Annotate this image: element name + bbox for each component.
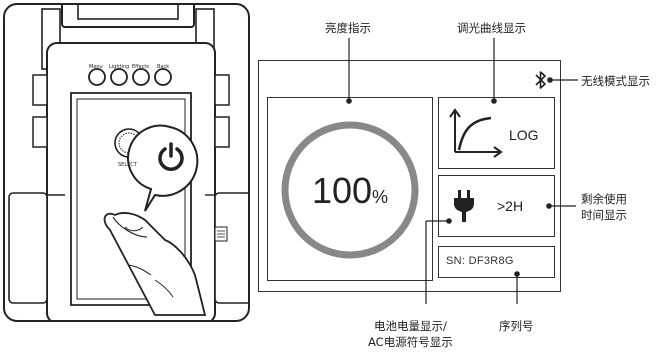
device-illustration-panel: Menu Lighting Effects Back SELECT bbox=[3, 3, 250, 322]
callout-serial: 序列号 bbox=[499, 319, 534, 333]
serial-number: SN: DF3R8G bbox=[446, 255, 514, 267]
device-drawing bbox=[8, 5, 248, 320]
brightness-unit: % bbox=[372, 187, 389, 207]
brightness-value: 100 bbox=[311, 170, 373, 211]
curve-label: LOG bbox=[509, 127, 539, 143]
callout-dimming-curve: 调光曲线显示 bbox=[457, 21, 526, 35]
plug-icon bbox=[454, 190, 474, 222]
device-button-label-back: Back bbox=[157, 64, 170, 70]
device-button-label-lighting: Lighting bbox=[109, 64, 130, 70]
device-button-label-effects: Effects bbox=[132, 64, 149, 70]
curve-graph-icon bbox=[449, 108, 503, 158]
callout-wireless: 无线模式显示 bbox=[581, 74, 650, 88]
remaining-time-box: >2H bbox=[438, 175, 555, 237]
dimming-curve-box: LOG bbox=[438, 97, 555, 169]
callout-remaining-line1: 剩余使用 bbox=[581, 192, 627, 206]
callout-battery-line1: 电池电量显示/ bbox=[374, 319, 447, 333]
callout-remaining-line2: 时间显示 bbox=[581, 208, 627, 222]
brightness-readout: 100% bbox=[268, 170, 432, 212]
remaining-time-value: >2H bbox=[497, 198, 524, 214]
serial-box: SN: DF3R8G bbox=[438, 246, 555, 278]
callout-battery-line2: AC电源符号显示 bbox=[368, 335, 453, 349]
bluetooth-icon bbox=[535, 71, 546, 89]
power-icon bbox=[158, 142, 184, 171]
brightness-ring bbox=[281, 121, 419, 259]
device-select-label: SELECT bbox=[118, 162, 137, 168]
device-button-label-menu: Menu bbox=[89, 64, 103, 70]
brightness-box: 100% bbox=[267, 97, 433, 281]
callout-brightness: 亮度指示 bbox=[325, 21, 371, 35]
